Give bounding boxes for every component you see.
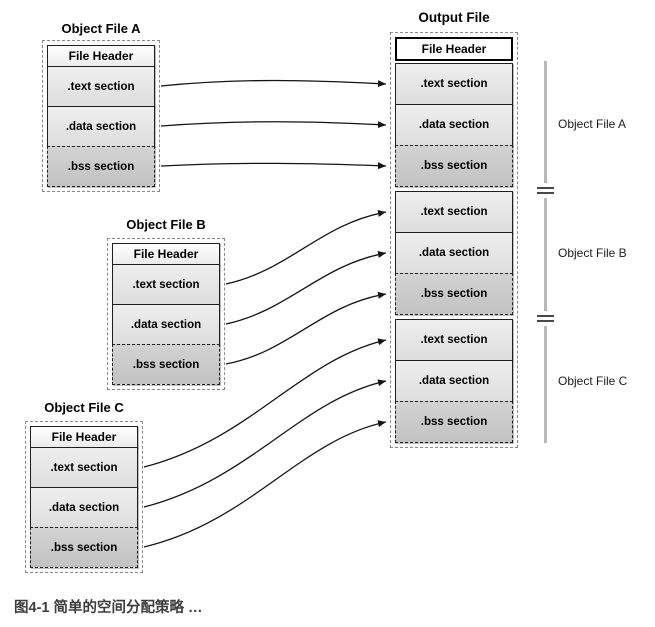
- output-group-object-file-b: .text section .data section .bss section: [395, 191, 513, 315]
- object-file-b-bss-section: .bss section: [112, 344, 220, 385]
- object-file-c-box: File Header .text section .data section …: [25, 421, 143, 573]
- figure-caption: 图4-1 简单的空间分配策略 …: [14, 600, 203, 616]
- bracket-break-1-line-2: [537, 192, 554, 194]
- output-b-text-section: .text section: [395, 191, 513, 233]
- object-file-a-box: File Header .text section .data section …: [42, 40, 160, 192]
- output-a-bss-section: .bss section: [395, 145, 513, 187]
- bracket-object-file-b: [544, 198, 547, 311]
- bracket-label-object-file-b: Object File B: [558, 246, 627, 260]
- arrow-c-data: [143, 379, 387, 508]
- output-c-text-section: .text section: [395, 319, 513, 361]
- bracket-label-object-file-c: Object File C: [558, 374, 628, 388]
- output-b-data-section: .data section: [395, 232, 513, 274]
- object-file-c-text-section: .text section: [30, 447, 138, 488]
- object-file-a-data-section: .data section: [47, 106, 155, 147]
- bracket-object-file-c: [544, 326, 547, 443]
- object-file-c-bss-section: .bss section: [30, 527, 138, 568]
- object-file-a-bss-section: .bss section: [47, 146, 155, 187]
- arrow-a-data: [160, 121, 387, 129]
- output-a-text-section: .text section: [395, 63, 513, 105]
- arrow-a-text: [160, 79, 387, 88]
- object-file-a-file-header: File Header: [47, 45, 155, 67]
- arrow-b-bss: [225, 291, 387, 365]
- arrow-c-bss: [143, 420, 387, 548]
- bracket-break-1-line-1: [537, 187, 554, 189]
- object-file-c-title: Object File C: [44, 400, 124, 415]
- object-file-b-title: Object File B: [126, 217, 206, 232]
- object-file-b-text-section: .text section: [112, 264, 220, 305]
- output-c-data-section: .data section: [395, 360, 513, 402]
- arrow-b-text: [225, 209, 387, 285]
- output-group-object-file-a: .text section .data section .bss section: [395, 63, 513, 187]
- object-file-b-box: File Header .text section .data section …: [107, 238, 225, 390]
- arrow-b-data: [225, 250, 387, 325]
- bracket-object-file-a: [544, 61, 547, 183]
- object-file-a-title: Object File A: [61, 21, 141, 36]
- object-file-c-data-section: .data section: [30, 487, 138, 528]
- bracket-break-2-line-2: [537, 320, 554, 322]
- output-c-bss-section: .bss section: [395, 401, 513, 443]
- output-group-object-file-c: .text section .data section .bss section: [395, 319, 513, 443]
- object-file-a-text-section: .text section: [47, 66, 155, 107]
- output-file-box: File Header .text section .data section …: [390, 32, 518, 448]
- object-file-b-file-header: File Header: [112, 243, 220, 265]
- output-file-title: Output File: [418, 10, 490, 25]
- output-b-bss-section: .bss section: [395, 273, 513, 315]
- object-file-b-data-section: .data section: [112, 304, 220, 345]
- output-a-data-section: .data section: [395, 104, 513, 146]
- object-file-c-file-header: File Header: [30, 426, 138, 448]
- arrow-a-bss: [160, 162, 387, 170]
- output-file-header: File Header: [395, 37, 513, 61]
- bracket-label-object-file-a: Object File A: [558, 117, 627, 131]
- bracket-break-2-line-1: [537, 315, 554, 317]
